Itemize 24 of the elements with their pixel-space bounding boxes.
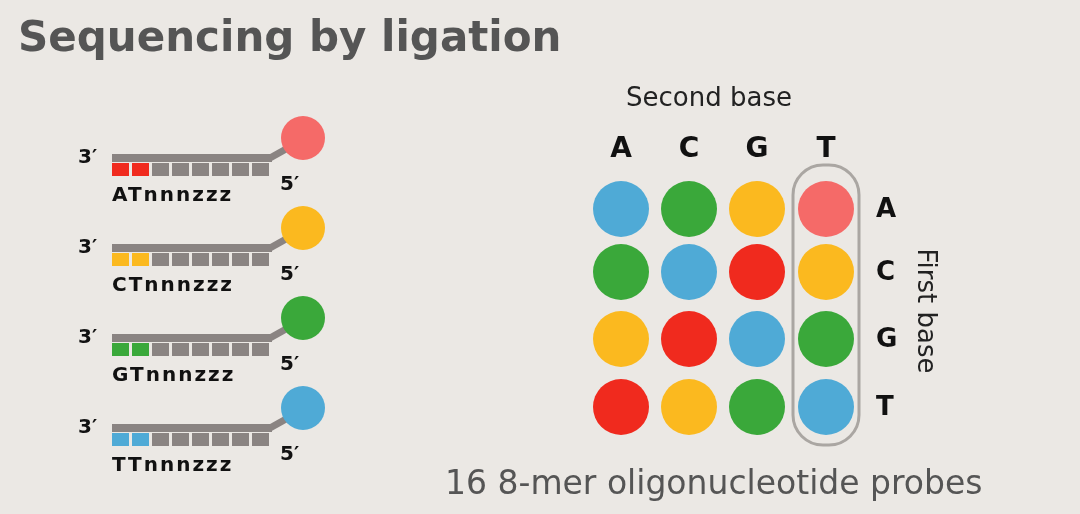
end-label: 5′ (280, 263, 300, 283)
end-label: 3′ (78, 236, 98, 256)
caption: 16 8-mer oligonucleotide probes (445, 466, 983, 499)
sequence-label: TTnnnzzz (112, 454, 234, 474)
title: Sequencing by ligation (18, 16, 562, 58)
end-label: 3′ (78, 416, 98, 436)
axis-title: Second base (626, 84, 792, 110)
row-header: A (876, 195, 897, 221)
end-label: 5′ (280, 173, 300, 193)
end-label: 5′ (280, 353, 300, 373)
column-header: T (815, 134, 837, 162)
sequence-label: GTnnnzzz (112, 364, 236, 384)
row-header: T (876, 393, 894, 419)
row-header: G (876, 325, 898, 351)
row-header: C (876, 258, 896, 284)
column-header: C (677, 134, 701, 162)
axis-title: First base (914, 247, 940, 376)
sequence-label: CTnnnzzz (112, 274, 234, 294)
end-label: 5′ (280, 443, 300, 463)
end-label: 3′ (78, 326, 98, 346)
end-label: 3′ (78, 146, 98, 166)
sequence-label: ATnnnzzz (112, 184, 234, 204)
column-header: A (609, 134, 633, 162)
column-header: G (744, 134, 770, 162)
